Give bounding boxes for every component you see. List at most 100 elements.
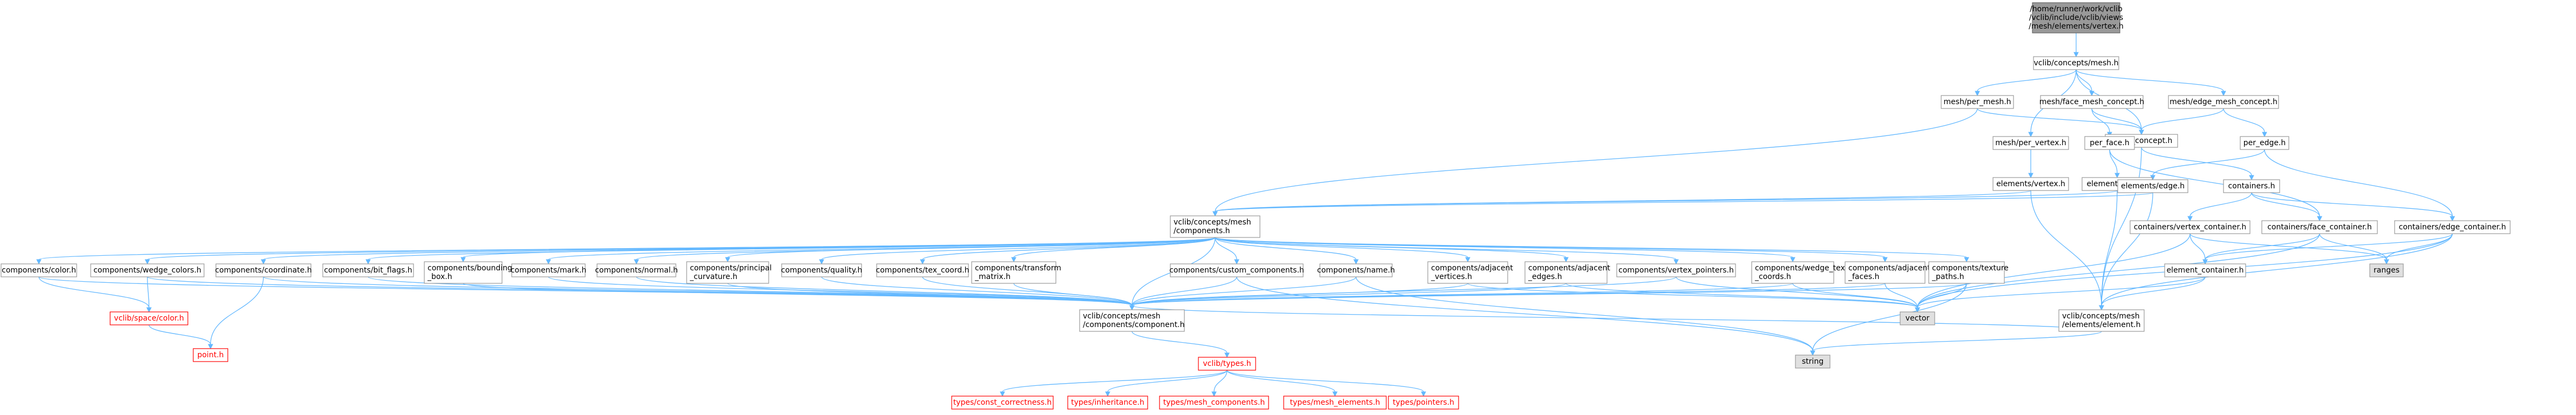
node-c-texture-paths[interactable]: components/texture_paths.h (1928, 261, 2009, 284)
edge-line (2109, 149, 2320, 217)
node-c-name[interactable]: components/name.h (1317, 263, 1395, 277)
node-per-face[interactable]: per_face.h (2084, 136, 2135, 150)
node-c-bounding-box[interactable]: components/bounding_box.h (424, 261, 512, 284)
node-t-pointers[interactable]: types/pointers.h (1388, 396, 1459, 410)
node-edge-container[interactable]: containers/edge_container.h (2394, 220, 2511, 234)
edge-line (2251, 192, 2453, 217)
node-t-inheritance[interactable]: types/inheritance.h (1067, 396, 1148, 410)
edge-line (2091, 108, 2110, 133)
node-label-line: _box.h (427, 273, 452, 281)
node-per-edge[interactable]: per_edge.h (2240, 136, 2289, 150)
node-component-h[interactable]: vclib/concepts/mesh/components/component… (1079, 309, 1185, 332)
node-label-line: per_face.h (2090, 139, 2129, 147)
node-label-line: types/inheritance.h (1071, 398, 1144, 407)
edge-line (1215, 192, 2153, 212)
node-c-transform-matrix[interactable]: components/transform_matrix.h (971, 261, 1061, 284)
arrowhead-icon (1011, 257, 1016, 263)
node-box (1170, 215, 1260, 238)
arrowhead-icon (1212, 211, 1218, 217)
edge-line (1226, 370, 1424, 392)
edge-line (2076, 69, 2224, 92)
node-t-mesh-elements[interactable]: types/mesh_elements.h (1283, 396, 1387, 410)
arrowhead-icon (1000, 391, 1005, 397)
edge-line (1355, 276, 1813, 351)
edge-line (1215, 237, 1677, 260)
edge-line (2091, 108, 2142, 131)
node-c-principal-curvature[interactable]: components/principal_curvature.h (686, 261, 772, 284)
edge-line (727, 283, 1133, 306)
edge-components_h-to-c_transform_matrix (1011, 237, 1216, 263)
node-c-tex-coord[interactable]: components/tex_coord.h (876, 263, 970, 277)
node-elements-edge[interactable]: elements/edge.h (2117, 179, 2188, 193)
node-t-const[interactable]: types/const_correctness.h (951, 396, 1054, 410)
edge-c_coordinate-to-point (208, 276, 264, 350)
node-face-mesh-concept[interactable]: mesh/face_mesh_concept.h (2039, 95, 2145, 109)
node-c-wedge-colors[interactable]: components/wedge_colors.h (90, 263, 205, 277)
edge-line (2205, 233, 2320, 260)
edge-line (821, 276, 1133, 306)
node-root[interactable]: /home/runner/work/vclib/vclib/include/vc… (2029, 2, 2124, 33)
arrowhead-icon (2028, 173, 2033, 179)
node-box (1900, 311, 1935, 325)
node-c-mark[interactable]: components/mark.h (511, 263, 587, 277)
node-face-container[interactable]: containers/face_container.h (2261, 220, 2378, 234)
node-box (1616, 263, 1736, 277)
node-box (2040, 95, 2144, 109)
node-c-color[interactable]: components/color.h (1, 263, 77, 277)
node-ranges[interactable]: ranges (2369, 263, 2404, 277)
node-c-wedge-tex-coords[interactable]: components/wedge_tex_coords.h (1751, 261, 1845, 284)
arrowhead-icon (634, 259, 639, 265)
node-t-mesh-components[interactable]: types/mesh_components.h (1159, 396, 1269, 410)
node-c-normal[interactable]: components/normal.h (595, 263, 678, 277)
node-element-container[interactable]: element_container.h (2164, 263, 2246, 277)
edge-line (548, 276, 1133, 306)
node-c-adjacent-faces[interactable]: components/adjacent_faces.h (1845, 261, 1930, 284)
node-c-custom-components[interactable]: components/custom_components.h (1169, 263, 1304, 277)
edge-line (1676, 276, 1918, 308)
edge-line (210, 276, 264, 345)
node-element-h[interactable]: vclib/concepts/mesh/elements/element.h (2058, 309, 2145, 332)
node-label-line: mesh/edge_mesh_concept.h (2170, 98, 2277, 106)
node-c-vertex-pointers[interactable]: components/vertex_pointers.h (1616, 263, 1736, 277)
node-types[interactable]: vclib/types.h (1198, 357, 1256, 371)
node-c-quality[interactable]: components/quality.h (781, 263, 862, 277)
node-per-mesh[interactable]: mesh/per_mesh.h (1941, 95, 2014, 109)
edge-line (1214, 370, 1228, 392)
node-per-vertex[interactable]: mesh/per_vertex.h (1992, 136, 2069, 150)
edge-c_texture_paths-to-vector (1915, 283, 1967, 313)
node-box (1067, 396, 1148, 410)
node-point[interactable]: point.h (193, 348, 228, 362)
edge-edge_container-to-ranges (2384, 233, 2453, 265)
node-c-bit-flags[interactable]: components/bit_flags.h (322, 263, 414, 277)
node-elements-vertex[interactable]: elements/vertex.h (1992, 177, 2069, 191)
node-label-line: vclib/space/color.h (114, 314, 184, 323)
arrowhead-icon (2450, 216, 2455, 222)
edge-line (2223, 108, 2265, 133)
edge-line (2141, 108, 2224, 131)
edge-line (1215, 237, 1793, 258)
node-c-adjacent-vertices[interactable]: components/adjacent_vertices.h (1427, 261, 1513, 284)
node-c-coordinate[interactable]: components/coordinate.h (215, 263, 312, 277)
arrowhead-icon (365, 259, 371, 265)
node-edge-mesh-concept[interactable]: mesh/edge_mesh_concept.h (2168, 95, 2279, 109)
edge-line (2076, 69, 2092, 92)
edge-line (148, 324, 211, 345)
node-vector[interactable]: vector (1900, 311, 1935, 325)
node-label-line: /elements/element.h (2062, 321, 2141, 329)
node-space-color[interactable]: vclib/space/color.h (110, 311, 188, 325)
arrowhead-icon (261, 259, 266, 265)
node-label-line: components/custom_components.h (1169, 266, 1304, 275)
node-label-line: /components/component.h (1083, 321, 1184, 329)
edge-element_container-to-element_h (2099, 276, 2206, 311)
edge-elements_edge-to-components_h (1212, 192, 2153, 217)
edge-line (2264, 149, 2453, 217)
edge-components_h-to-c_principal_curvature (725, 237, 1216, 263)
node-vertex-container[interactable]: containers/vertex_container.h (2130, 220, 2250, 234)
node-c-adjacent-edges[interactable]: components/adjacent_edges.h (1524, 261, 1610, 284)
node-box (1751, 261, 1834, 284)
node-concepts-mesh[interactable]: vclib/concepts/mesh.h (2033, 56, 2119, 70)
node-components-h[interactable]: vclib/concepts/mesh/components.h (1170, 215, 1260, 238)
node-containers[interactable]: containers.h (2223, 179, 2280, 193)
node-string[interactable]: string (1795, 355, 1831, 369)
arrowhead-icon (2073, 52, 2079, 58)
